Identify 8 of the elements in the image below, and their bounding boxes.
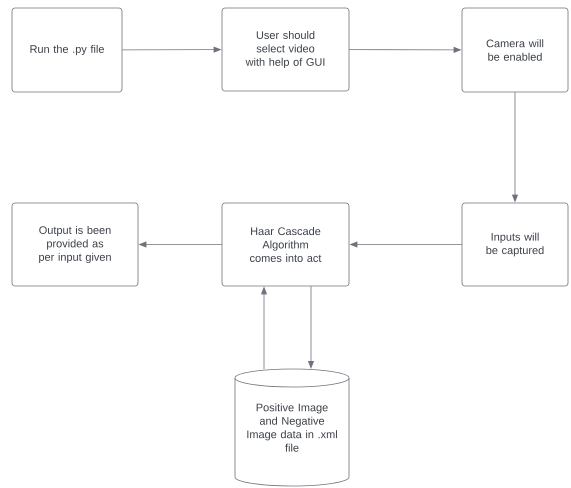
database-cylinder: Positive Image and Negative Image data in .xml file — [234, 368, 350, 486]
process-box: Run the .py file — [12, 8, 122, 92]
process-box: Output is been provided as per input given — [12, 202, 138, 286]
process-box: Inputs will be captured — [462, 202, 568, 286]
process-box: Camera will be enabled — [462, 8, 568, 92]
node-label: Positive Image and Negative Image data in .xml file — [247, 403, 337, 452]
process-box: User should select video with help of GUI — [222, 8, 350, 92]
process-box: Haar Cascade Algorithm comes into act — [222, 202, 350, 286]
